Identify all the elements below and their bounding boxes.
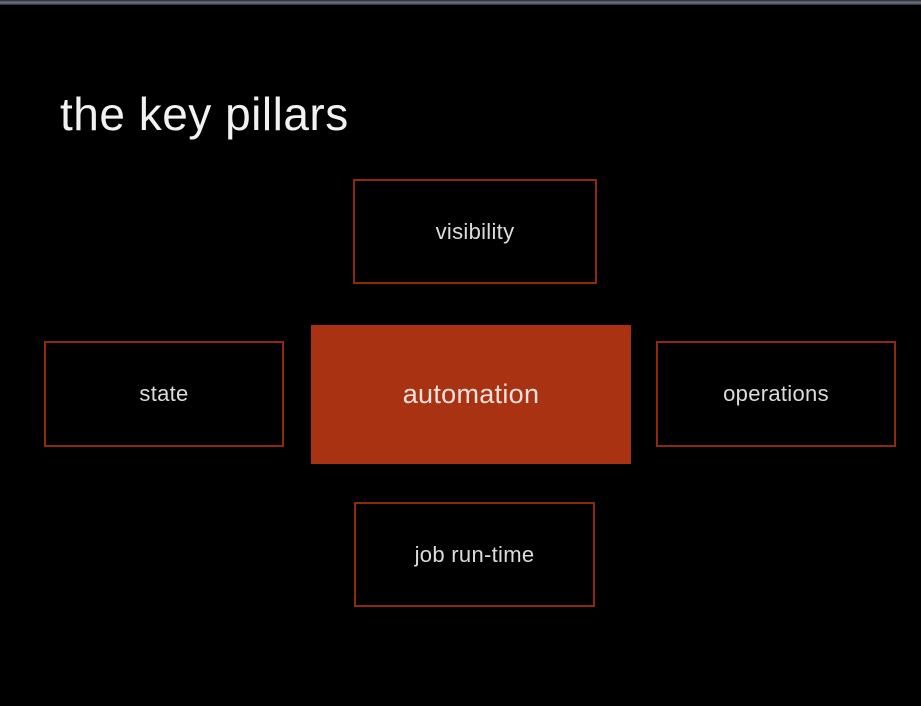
slide-title: the key pillars [60, 87, 349, 140]
pillar-box-automation: automation [311, 325, 631, 464]
pillar-label-operations: operations [723, 381, 829, 406]
pillar-box-job-run-time: job run-time [354, 502, 595, 607]
pillar-box-state: state [44, 341, 284, 447]
pillar-box-visibility: visibility [353, 179, 597, 284]
pillar-label-visibility: visibility [435, 218, 515, 244]
pillar-label-job-run-time: job run-time [414, 541, 535, 567]
pillar-label-state: state [139, 381, 189, 406]
window-top-edge [0, 0, 921, 5]
pillar-box-operations: operations [656, 341, 896, 447]
pillar-label-automation: automation [402, 379, 540, 409]
